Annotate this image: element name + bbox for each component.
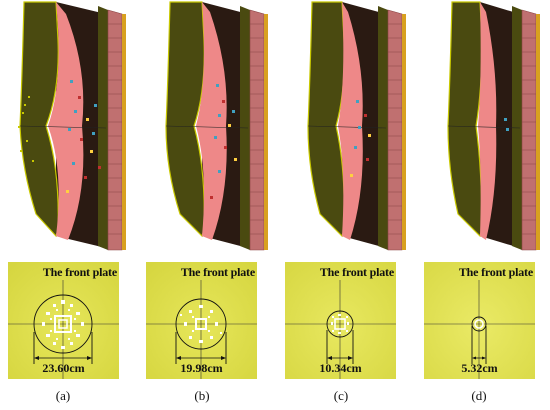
front-plate-a: The front plate 23.60cm [8, 262, 119, 379]
diameter-label: 23.60cm [42, 361, 85, 375]
caption-d: (d) [471, 388, 487, 403]
diameter-label: 5.32cm [461, 361, 498, 375]
front-plate-c: The front plate 10.34cm [285, 262, 396, 379]
caption-a: (a) [55, 388, 71, 403]
simulation-render-c [286, 0, 414, 254]
diameter-label: 19.98cm [180, 361, 223, 375]
plate-title: The front plate [42, 265, 117, 279]
front-plate-d: The front plate 5.32cm [424, 262, 535, 379]
plate-title: The front plate [458, 265, 533, 279]
caption-b: (b) [194, 388, 210, 403]
plate-title: The front plate [180, 265, 255, 279]
simulation-render-b [148, 0, 276, 254]
front-plate-b: The front plate 19.98cm [146, 262, 257, 379]
diameter-label: 10.34cm [319, 361, 362, 375]
simulation-render-d [416, 0, 546, 254]
plate-title: The front plate [319, 265, 394, 279]
simulation-render-a [8, 0, 136, 254]
caption-c: (c) [333, 388, 349, 403]
